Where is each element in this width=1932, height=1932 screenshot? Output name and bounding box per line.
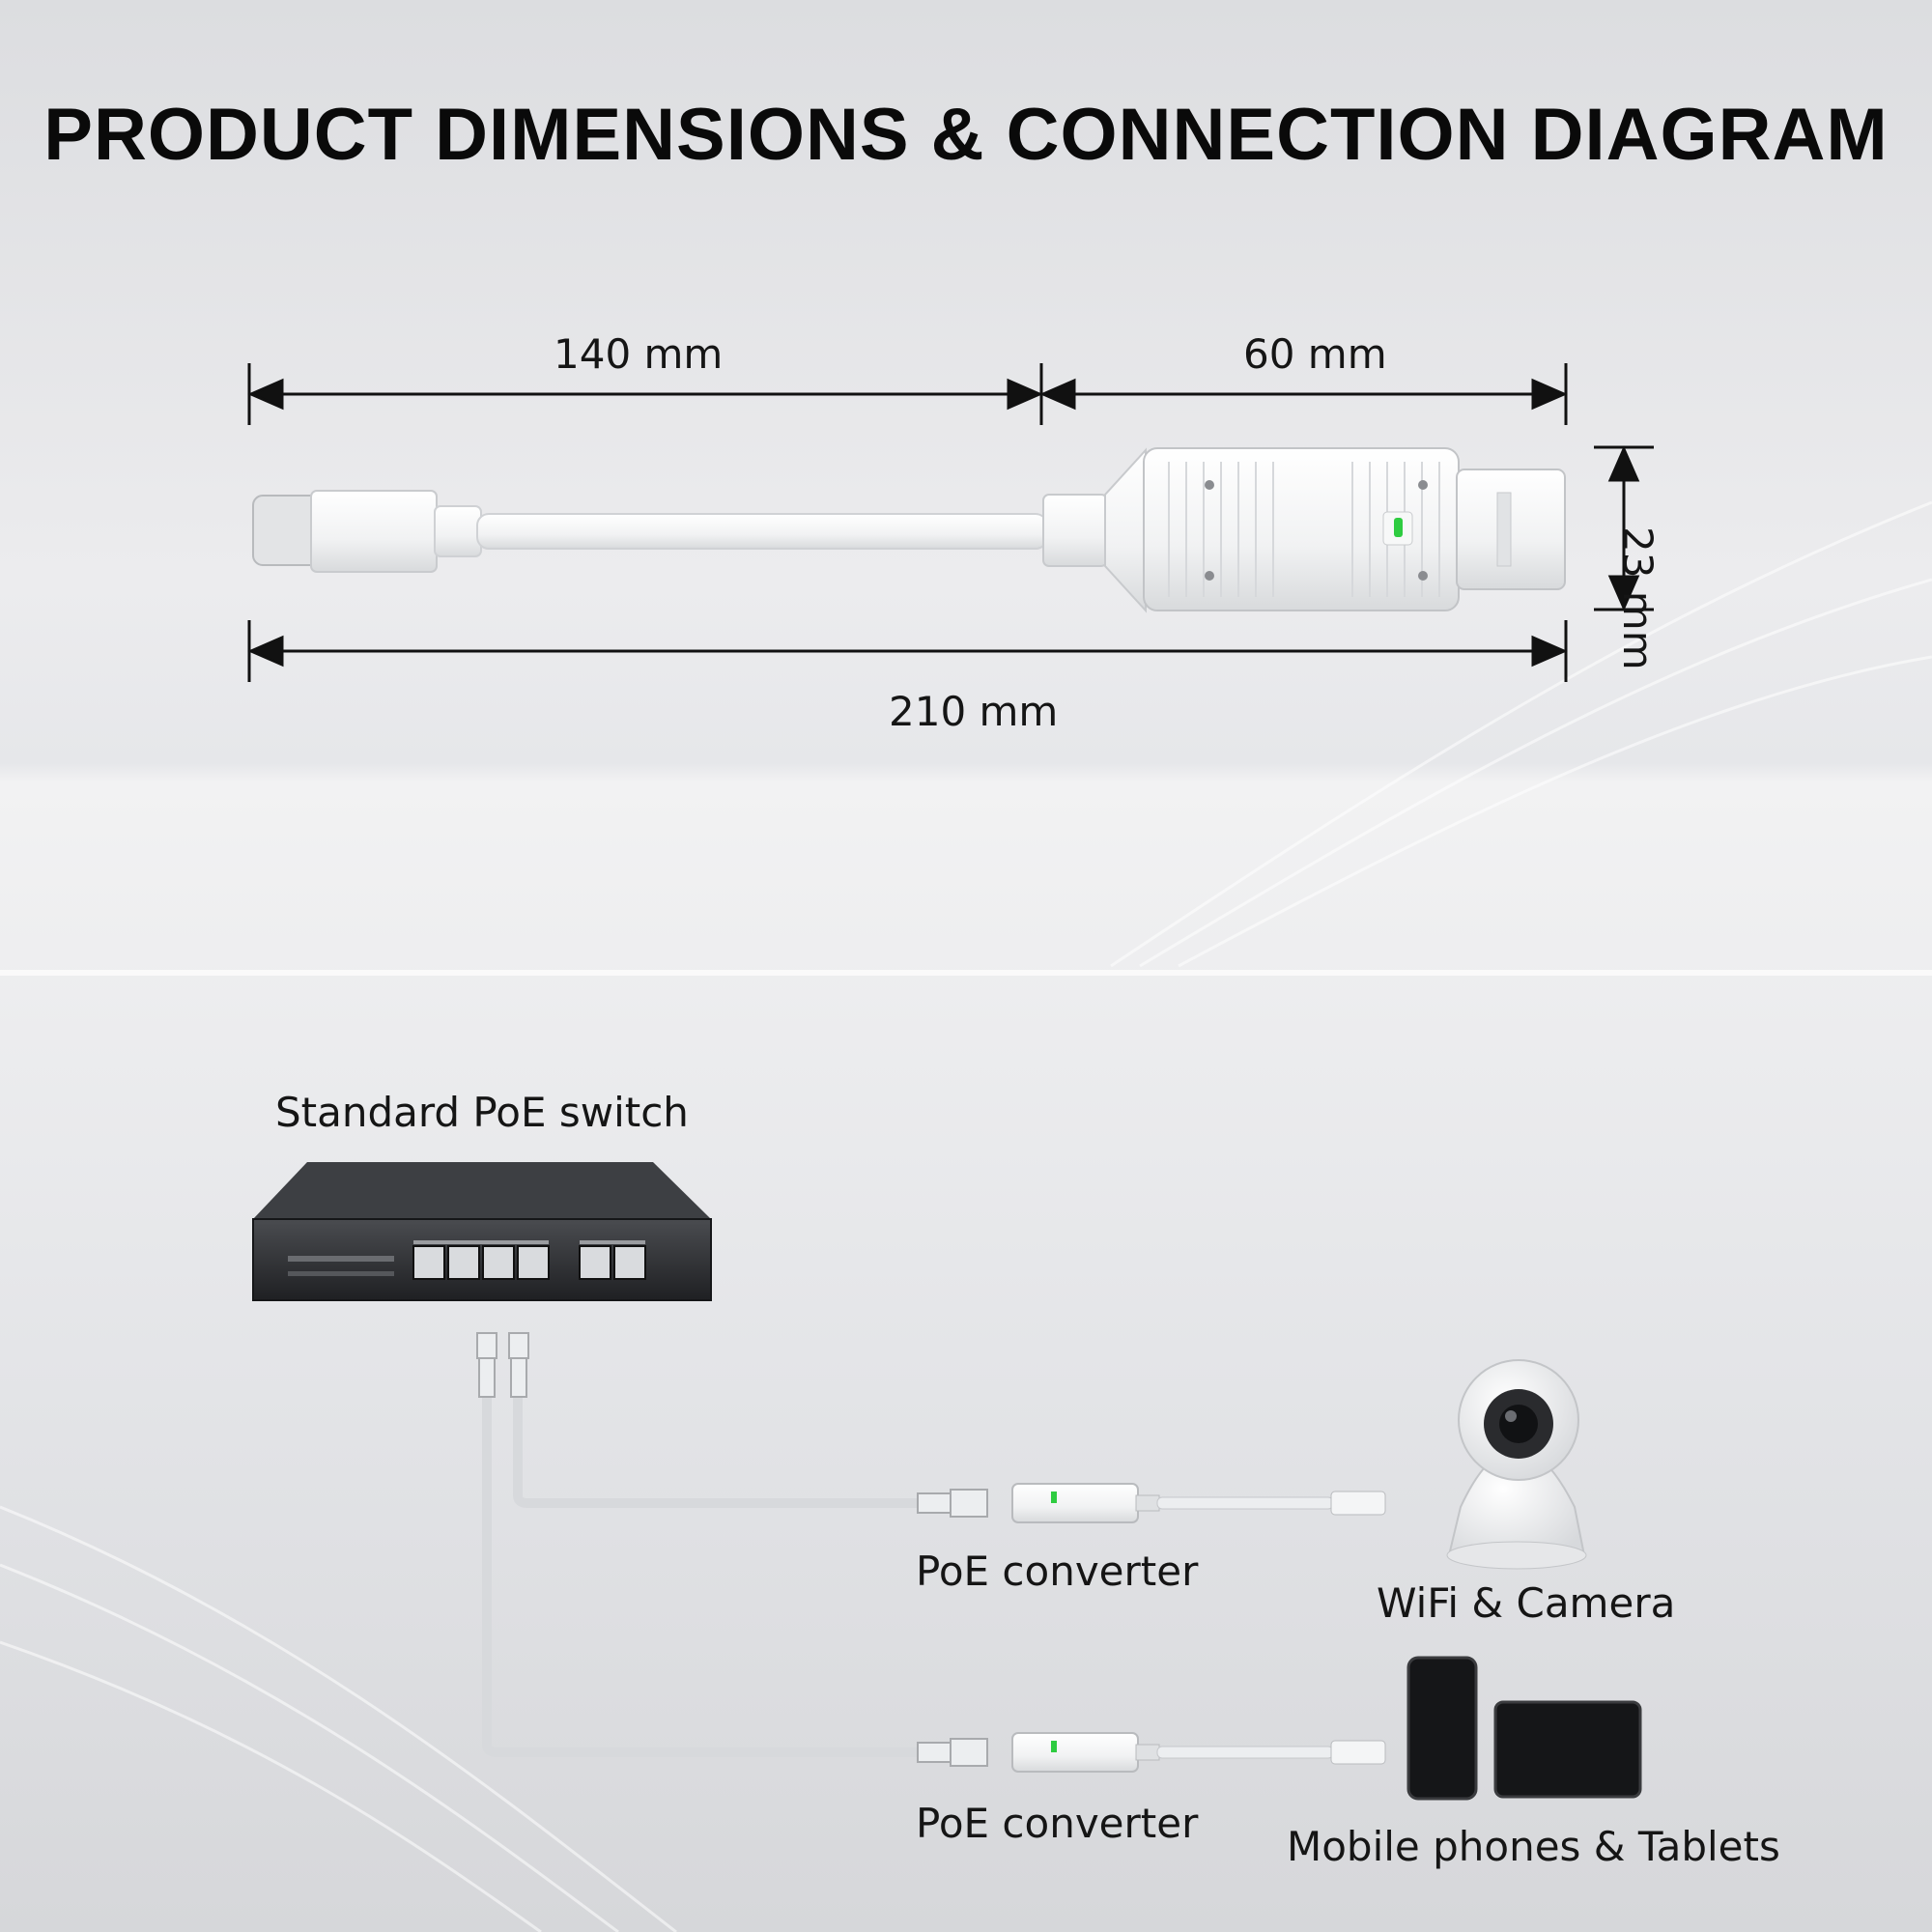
mobile-label: Mobile phones & Tablets xyxy=(1287,1823,1780,1870)
strain-relief xyxy=(434,505,482,557)
converter-label-1: PoE converter xyxy=(916,1548,1199,1595)
poe-switch xyxy=(252,1162,712,1301)
section-divider xyxy=(0,970,1932,976)
ethernet-ports xyxy=(412,1245,646,1280)
dimension-lines xyxy=(247,363,1654,682)
poe-converter-small-1 xyxy=(1011,1483,1386,1523)
phone-icon xyxy=(1406,1656,1478,1801)
cable xyxy=(476,513,1048,550)
converter-label-2: PoE converter xyxy=(916,1800,1199,1847)
tablet-icon xyxy=(1493,1700,1642,1799)
page-title: PRODUCT DIMENSIONS & CONNECTION DIAGRAM xyxy=(43,94,1889,176)
background-swoosh xyxy=(0,500,1932,1932)
cable-length-label: 140 mm xyxy=(554,330,724,378)
switch-label: Standard PoE switch xyxy=(275,1089,689,1136)
camera-label: WiFi & Camera xyxy=(1377,1579,1676,1627)
total-length-label: 210 mm xyxy=(889,688,1059,735)
network-cables xyxy=(482,1386,924,1757)
body-length-label: 60 mm xyxy=(1243,330,1387,378)
poe-converter-product xyxy=(252,447,1566,613)
poe-converter-small-2 xyxy=(1011,1732,1386,1773)
camera-icon xyxy=(1446,1359,1587,1570)
usb-c-housing xyxy=(310,490,438,573)
body-height-label: 23 mm xyxy=(1614,526,1662,670)
cable-boot xyxy=(1042,494,1108,567)
status-led-icon xyxy=(1394,518,1403,537)
rj45-plugs xyxy=(476,1332,988,1767)
body-taper xyxy=(1104,447,1147,613)
